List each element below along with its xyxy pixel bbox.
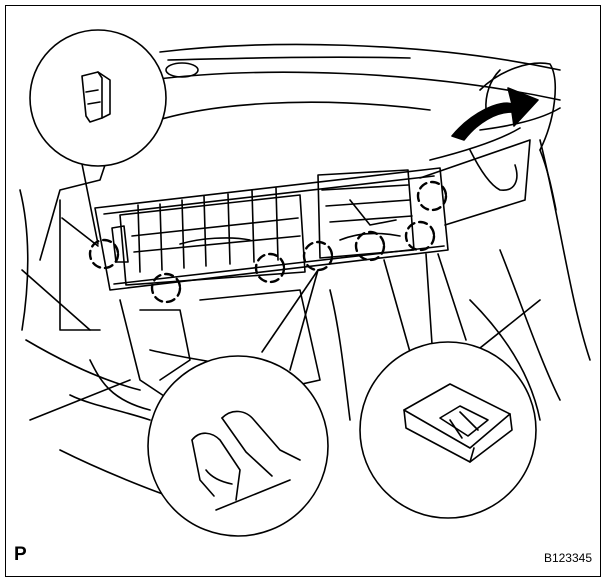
clip-marker-center	[254, 252, 286, 284]
claw-clip-callout	[147, 269, 329, 537]
clip-marker-left	[88, 238, 120, 270]
clip-location-markers	[88, 180, 448, 304]
clip-marker-top-right	[416, 180, 448, 212]
vent-panel	[94, 167, 449, 291]
figure-code: B123345	[543, 551, 592, 565]
pull-direction-arrow	[451, 87, 539, 141]
hand	[419, 62, 557, 226]
corner-letter: P	[14, 544, 27, 565]
clip-detail-callout	[29, 29, 167, 247]
clip-marker-right-1	[354, 230, 386, 262]
clip-marker-right-2	[404, 220, 436, 252]
retainer-clip-callout	[359, 253, 537, 519]
dashboard-background	[19, 43, 591, 501]
clip-marker-lower-left	[150, 272, 182, 304]
